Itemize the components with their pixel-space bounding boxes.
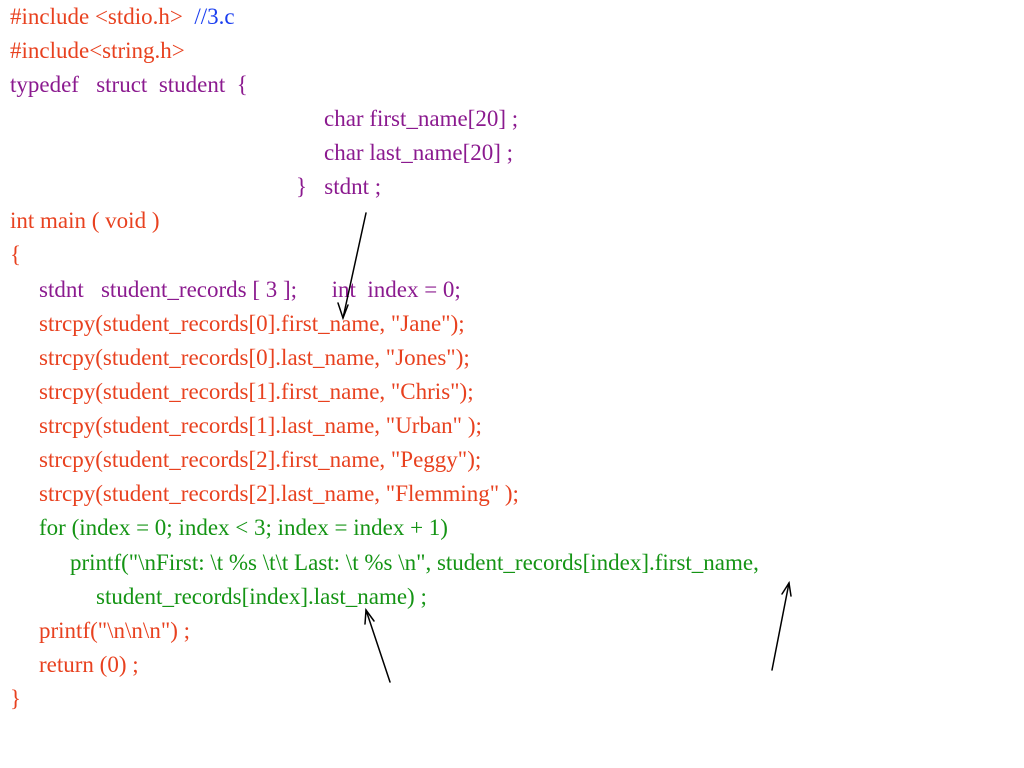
struct-field-first-name: char first_name[20] ; [324,106,519,131]
include-stdio: #include <stdio.h> [10,4,183,29]
printf-line: printf("\nFirst: \t %s \t\t Last: \t %s … [70,550,759,575]
arrow-to-last-name-argument [364,607,391,683]
main-declaration: int main ( void ) [10,208,160,233]
typedef-line: typedef struct student { [10,72,248,97]
arrow-to-first-name-argument [771,580,792,671]
records-declaration: stdnt student_records [ 3 ]; [39,277,298,302]
strcpy-line: strcpy(student_records[0].first_name, "J… [39,311,465,336]
strcpy-line: strcpy(student_records[2].last_name, "Fl… [39,481,519,506]
struct-field-last-name: char last_name[20] ; [324,140,514,165]
main-open-brace: { [10,242,22,267]
strcpy-line: strcpy(student_records[1].first_name, "C… [39,379,474,404]
declaration-line: stdnt student_records [ 3 ]; int index =… [39,275,461,305]
file-comment: //3.c [194,4,235,29]
return-line: return (0) ; [39,652,139,677]
for-loop-line: for (index = 0; index < 3; index = index… [39,515,448,540]
strcpy-line: strcpy(student_records[0].last_name, "Jo… [39,345,470,370]
printf-continuation-line: student_records[index].last_name) ; [96,584,427,609]
strcpy-line: strcpy(student_records[2].first_name, "P… [39,447,482,472]
include-string-line: #include<string.h> [10,38,185,63]
index-declaration: int index = 0; [331,277,461,302]
struct-close-line: } stdnt ; [296,174,382,199]
include-stdio-line: #include <stdio.h> //3.c [10,2,235,32]
main-close-brace: } [10,686,22,711]
strcpy-line: strcpy(student_records[1].last_name, "Ur… [39,413,482,438]
printf-newlines-line: printf("\n\n\n") ; [39,618,191,643]
